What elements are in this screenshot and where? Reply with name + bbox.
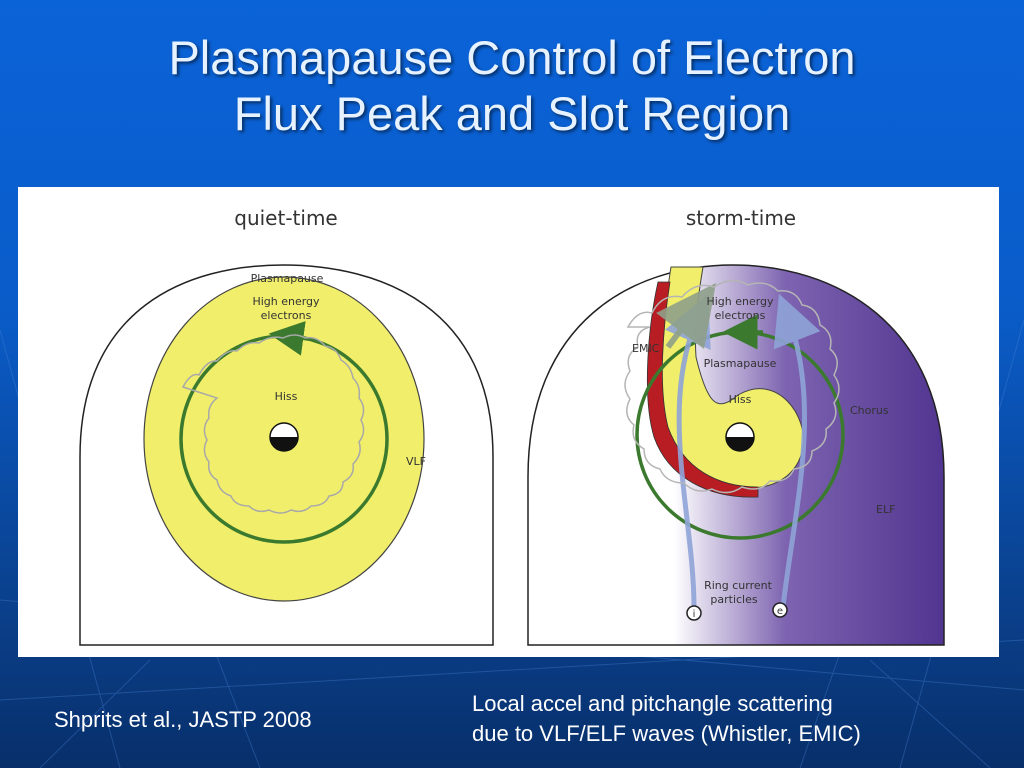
caption-line-1: Local accel and pitchangle scattering [472, 691, 833, 716]
quiet-time-heading: quiet-time [234, 206, 337, 230]
ion-symbol: i [693, 609, 696, 620]
citation: Shprits et al., JASTP 2008 [54, 707, 312, 732]
magnetosphere-diagram: quiet-time Plasmapause High energy elect… [79, 206, 945, 646]
quiet-vlf-wave [181, 334, 365, 514]
caption: Local accel and pitchangle scattering du… [472, 689, 1012, 749]
storm-ring-current-electron-path [773, 293, 821, 608]
storm-hiss-label: Hiss [729, 393, 752, 406]
storm-electrons-label-1: High energy [706, 295, 774, 308]
storm-earth-night-side [726, 437, 754, 451]
ion-marker [686, 605, 702, 621]
storm-electrons-label-2: electrons [715, 309, 766, 322]
storm-ring-current-ion-path [665, 294, 711, 608]
electron-marker [772, 602, 788, 618]
slide-title: Plasmapause Control of Electron Flux Pea… [0, 30, 1024, 142]
title-line-2: Flux Peak and Slot Region [233, 87, 791, 140]
quiet-electrons-label-1: High energy [252, 295, 320, 308]
caption-line-2: due to VLF/ELF waves (Whistler, EMIC) [472, 721, 861, 746]
title-line-1: Plasmapause Control of Electron [168, 31, 856, 84]
quiet-earth-night-side [270, 437, 298, 451]
quiet-time-panel: quiet-time Plasmapause High energy elect… [79, 206, 494, 646]
storm-chorus-label: Chorus [850, 404, 889, 417]
storm-gray-drift-arrow [656, 283, 716, 349]
storm-plasmapause-label: Plasmapause [704, 357, 777, 370]
storm-chorus-wave [624, 279, 840, 494]
storm-ring-current-label-2: particles [710, 593, 757, 606]
quiet-electrons-label-2: electrons [261, 309, 312, 322]
storm-elf-label: ELF [876, 503, 895, 516]
storm-time-panel: i e storm-time High energy electrons EMI… [527, 206, 945, 646]
storm-emic-label: EMIC [632, 342, 660, 355]
storm-time-heading: storm-time [686, 206, 796, 230]
quiet-hiss-label: Hiss [275, 390, 298, 403]
quiet-electron-arrow [268, 321, 309, 356]
storm-ring-current-label-1: Ring current [704, 579, 773, 592]
diagram-figure: quiet-time Plasmapause High energy elect… [18, 187, 999, 657]
quiet-plasmapause-label: Plasmapause [251, 272, 324, 285]
quiet-vlf-label: VLF [406, 455, 426, 468]
electron-symbol: e [777, 606, 783, 617]
